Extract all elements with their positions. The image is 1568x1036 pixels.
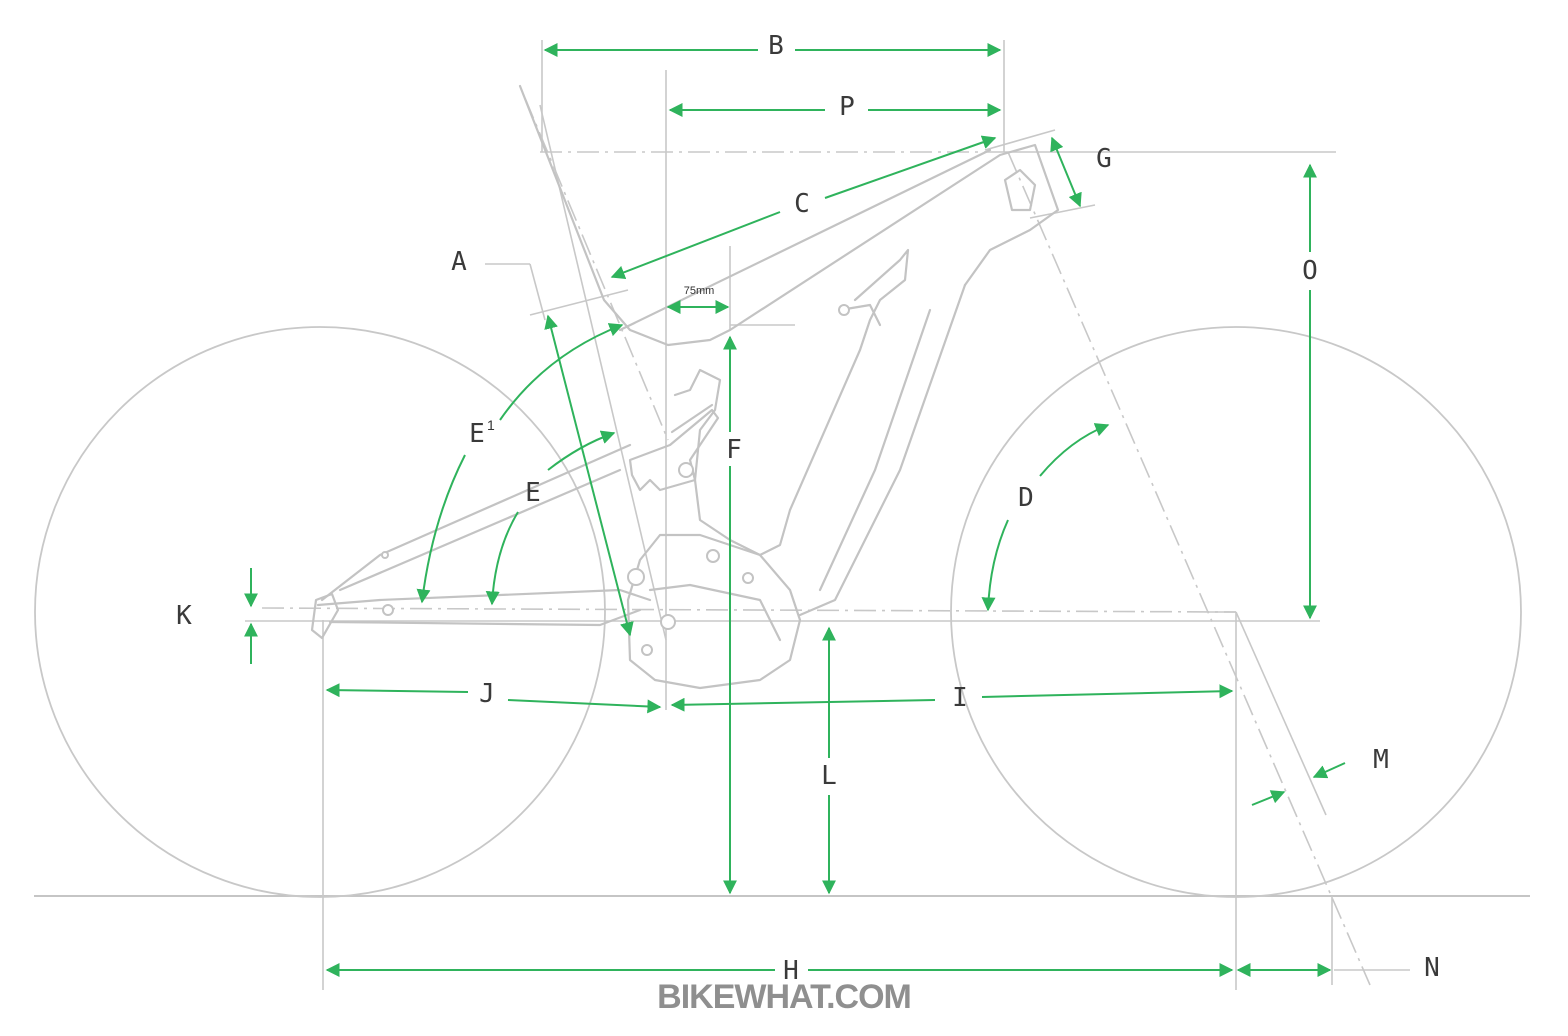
label-e1-superscript: 1 [487,417,495,433]
label-c: C [794,189,810,219]
label-b: B [768,31,784,61]
dimension-labels: A B C D E E 1 F G H I J K L M N O P 75mm [176,31,1440,986]
label-h: H [783,956,799,986]
frame-bolts [381,304,850,656]
label-f: F [726,435,742,465]
label-g: G [1096,144,1112,174]
label-m: M [1373,745,1389,775]
label-a: A [451,247,467,277]
rear-wheel [34,326,606,898]
reference-lines [245,40,1410,990]
label-l: L [821,761,837,791]
label-o: O [1302,256,1318,286]
label-j: J [479,679,495,709]
label-n: N [1424,953,1440,983]
label-i: I [952,683,968,713]
label-k: K [176,601,192,631]
label-e: E [525,478,541,508]
label-d: D [1018,483,1034,513]
dimension-arrows [244,43,1346,977]
label-e1: E [469,419,485,449]
watermark: BIKEWHAT.COM [657,978,911,1016]
frame-outline [310,84,1060,690]
label-p: P [839,92,855,122]
offset-note-75mm: 75mm [684,285,715,297]
